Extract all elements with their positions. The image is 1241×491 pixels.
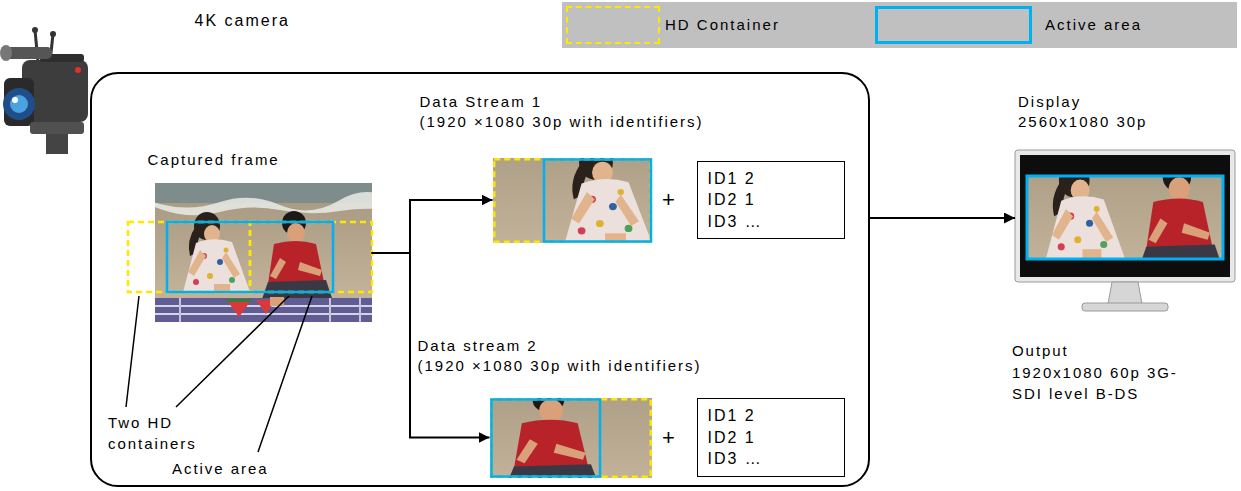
data-stream-2-photo [491,399,651,477]
camera-icon [0,45,12,61]
legend-entry: HD Container [566,6,780,44]
legend-text: HD Container [665,15,780,35]
heading-text: (1920 ×1080 30p with identifiers) [418,356,702,376]
legend-text: Active area [1045,15,1142,35]
camera-internals-box: 4K cameraCaptured frameData Stream 1(192… [90,72,870,487]
heading-text: Data stream 2 [418,336,702,356]
node-heading: Data stream 2(1920 ×1080 30p with identi… [418,336,702,377]
box-text: ID1 2 [708,405,834,427]
captured-frame-photo [167,222,333,292]
data-stream-image: Data stream 2(1920 ×1080 30p with identi… [490,398,652,478]
captured-frame-photo [155,183,372,322]
node-heading: Data Stream 1(1920 ×1080 30p with identi… [420,92,704,133]
legend-band [562,2,1237,48]
data-stream-2-photo [492,400,601,477]
node-heading: Display2560x1080 30p [1018,92,1147,133]
captured-frame-image: Captured frame [155,183,372,322]
display-monitor-drawing [1108,282,1142,304]
flow-arrow [372,200,493,253]
box-text: ID2 1 [708,189,834,211]
identifier-box: ID1 2ID2 1ID3 … [697,398,845,477]
data-stream-1-photo [544,160,651,242]
heading-text: (1920 ×1080 30p with identifiers) [420,112,704,132]
data-stream-2-photo [490,398,652,478]
camera-icon [10,95,28,113]
captured-frame-photo [250,222,372,292]
legend-swatch [566,6,660,44]
heading-text: Captured frame [148,150,280,170]
camera-icon [3,88,35,120]
display-monitor-drawing [1027,176,1223,259]
output-heading: Output [1012,340,1069,361]
display-monitor-drawing [1027,176,1223,259]
data-stream-2-photo [490,398,652,478]
display-monitor-drawing [948,130,1241,311]
data-stream-1-photo [493,158,652,243]
data-stream-2-photo [291,353,689,491]
output-format: 1920x1080 60p 3G-SDI level B-DS [1012,362,1186,404]
node-heading: Captured frame [148,150,280,170]
box-text: ID3 … [708,211,834,233]
callout-label: Two HD containers [108,412,213,454]
display-monitor-drawing [1027,176,1223,259]
node-heading: 4K camera [195,10,290,32]
camera-icon [30,122,84,134]
captured-frame-photo [100,183,400,322]
heading-text: Data Stream 1 [420,92,704,112]
camera-icon [50,31,56,37]
plus-sign: + [662,423,675,454]
data-stream-1-photo [494,159,651,242]
box-text: ID2 1 [708,427,834,449]
camera-icon [32,27,38,33]
box-text: ID1 2 [708,168,834,190]
data-stream-1-photo [493,158,652,243]
heading-text: Display [1018,92,1147,112]
camera-icon [0,27,88,154]
identifier-box: ID1 2ID2 1ID3 … [697,161,845,240]
heading-text: 4K camera [195,10,290,32]
data-stream-1-photo [457,111,848,280]
data-stream-1-photo [493,158,652,243]
plus-sign: + [662,185,675,216]
display-monitor-drawing [1082,303,1168,311]
legend-swatch [875,6,1032,44]
legend-entry: Active area [875,6,1142,44]
box-text: ID3 … [708,448,834,470]
flow-arrow [870,217,1015,219]
display-monitor: Display2560x1080 30p [1015,150,1235,311]
captured-frame-photo [155,183,372,322]
data-stream-image: Data Stream 1(1920 ×1080 30p with identi… [493,158,652,243]
display-monitor-drawing [1027,176,1223,259]
callout-label: Active area [172,458,269,479]
camera-icon [46,134,68,154]
captured-frame-photo [128,222,250,292]
camera-icon [4,78,34,126]
data-stream-2-photo [490,398,652,478]
camera-icon [75,67,81,73]
camera-icon [12,97,18,103]
heading-text: 2560x1080 30p [1018,112,1147,132]
